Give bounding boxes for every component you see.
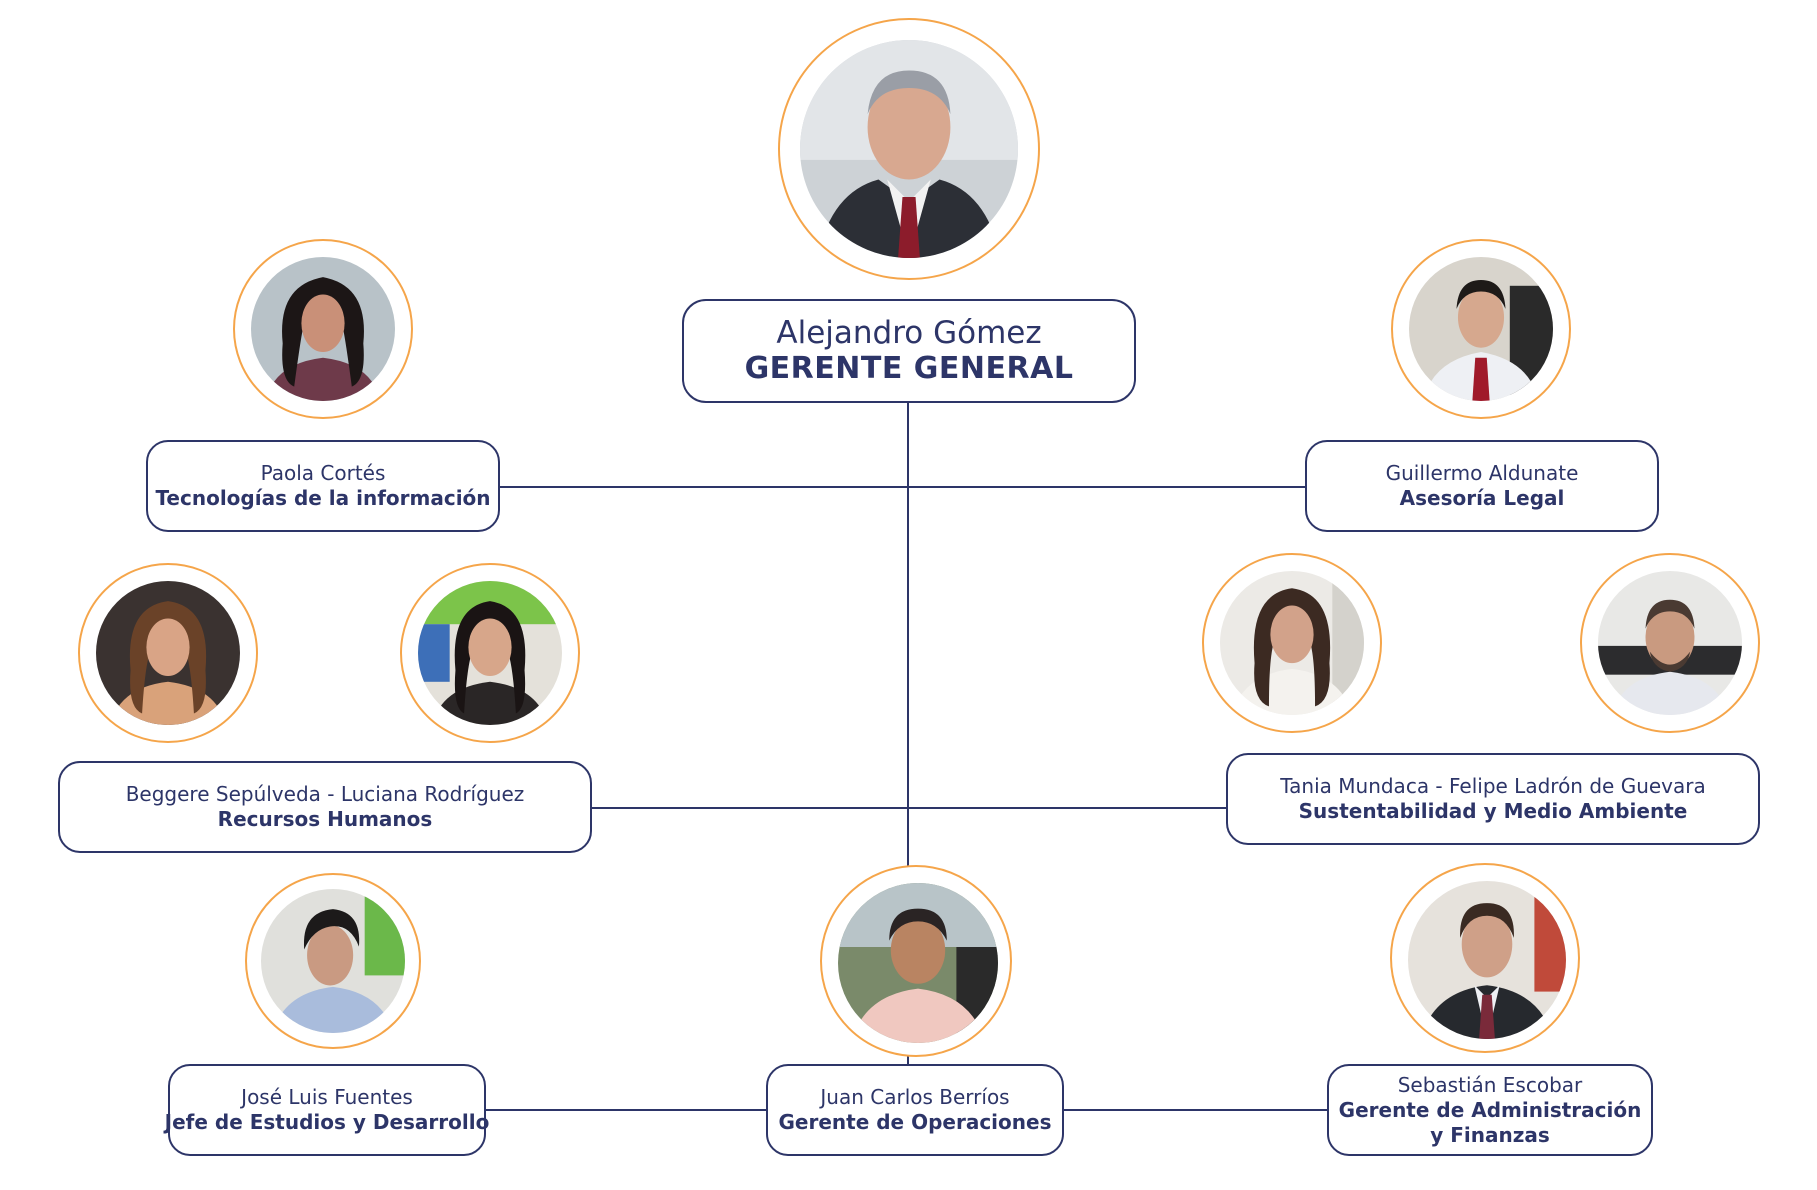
- legal-name: Guillermo Aldunate: [1385, 461, 1579, 485]
- sustentabilidad-photo-2: [1580, 553, 1760, 733]
- ceo-card: Alejandro Gómez GERENTE GENERAL: [682, 299, 1136, 403]
- rrhh-name: Beggere Sepúlveda - Luciana Rodríguez: [125, 782, 525, 806]
- sustentabilidad-photo-1: [1202, 553, 1382, 733]
- administracion-role: Gerente de Administración: [1338, 1097, 1642, 1122]
- legal-role: Asesoría Legal: [1399, 486, 1565, 510]
- legal-photo: [1391, 239, 1571, 419]
- administracion-name: Sebastián Escobar: [1397, 1072, 1583, 1097]
- person-photo-icon: [838, 883, 998, 1043]
- administracion-photo: [1390, 863, 1580, 1053]
- administracion-role-line2: y Finanzas: [1430, 1122, 1550, 1147]
- ceo-role: GERENTE GENERAL: [744, 351, 1074, 386]
- estudios-card: José Luis Fuentes Jefe de Estudios y Des…: [165, 1064, 489, 1156]
- estudios-photo: [245, 873, 421, 1049]
- person-photo-icon: [96, 581, 240, 725]
- person-photo-icon: [1409, 257, 1553, 401]
- operaciones-card: Juan Carlos Berríos Gerente de Operacion…: [766, 1064, 1064, 1156]
- ti-photo: [233, 239, 413, 419]
- operaciones-role: Gerente de Operaciones: [778, 1110, 1052, 1134]
- rrhh-photo-1: [78, 563, 258, 743]
- ceo-photo: [778, 18, 1040, 280]
- operaciones-name: Juan Carlos Berríos: [820, 1085, 1010, 1109]
- person-photo-icon: [251, 257, 395, 401]
- rrhh-card: Beggere Sepúlveda - Luciana Rodríguez Re…: [58, 761, 592, 853]
- person-photo-icon: [1220, 571, 1364, 715]
- estudios-role: Jefe de Estudios y Desarrollo: [164, 1110, 490, 1134]
- rrhh-role: Recursos Humanos: [217, 807, 433, 831]
- person-photo-icon: [1598, 571, 1742, 715]
- sustentabilidad-role: Sustentabilidad y Medio Ambiente: [1298, 799, 1688, 823]
- ti-role: Tecnologías de la información: [155, 486, 491, 510]
- sustentabilidad-name: Tania Mundaca - Felipe Ladrón de Guevara: [1280, 774, 1706, 798]
- ti-card: Paola Cortés Tecnologías de la informaci…: [146, 440, 500, 532]
- administracion-card: Sebastián Escobar Gerente de Administrac…: [1327, 1064, 1653, 1156]
- person-photo-icon: [418, 581, 562, 725]
- person-photo-icon: [261, 889, 405, 1033]
- estudios-name: José Luis Fuentes: [241, 1085, 413, 1109]
- rrhh-photo-2: [400, 563, 580, 743]
- operaciones-photo: [820, 865, 1012, 1057]
- ceo-name: Alejandro Gómez: [776, 315, 1042, 351]
- ti-name: Paola Cortés: [260, 461, 386, 485]
- person-photo-icon: [800, 40, 1018, 258]
- legal-card: Guillermo Aldunate Asesoría Legal: [1305, 440, 1659, 532]
- sustentabilidad-card: Tania Mundaca - Felipe Ladrón de Guevara…: [1226, 753, 1760, 845]
- person-photo-icon: [1408, 881, 1566, 1039]
